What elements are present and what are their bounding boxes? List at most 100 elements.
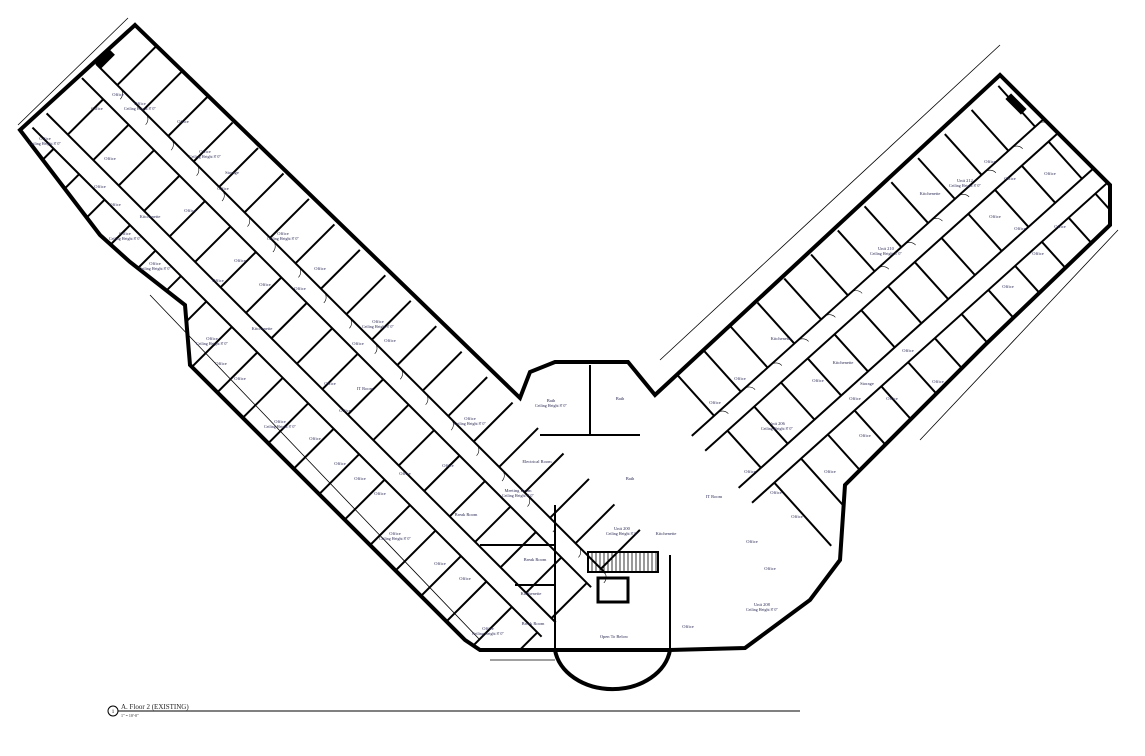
partition-wall [245, 276, 283, 314]
corridor-wall [31, 126, 543, 638]
ceiling-height-label: Ceiling Height 8' 0" [379, 536, 411, 541]
partition-wall [860, 309, 896, 349]
partition-wall [944, 133, 983, 176]
partition-wall [730, 326, 769, 369]
door-swing [823, 314, 836, 318]
room-label-office: Office [764, 566, 775, 571]
room-label-office: Office [374, 491, 385, 496]
door-swing [850, 290, 863, 294]
stairwell-top-left [95, 49, 115, 69]
room-label-office: Office [212, 278, 223, 283]
partition-wall [525, 556, 563, 594]
room-label-kitchenette: Kitchenette [656, 531, 677, 536]
partition-wall [447, 376, 488, 417]
ceiling-height-label: Ceiling Height 8' 0" [362, 324, 394, 329]
room-label-office: Office [734, 376, 745, 381]
room-label-office: Office [274, 419, 285, 424]
room-label-kitchenette: Kitchenette [140, 214, 161, 219]
room-label-office: Office [177, 119, 188, 124]
ceiling-height-label: Ceiling Height 8' 0" [124, 106, 156, 111]
room-label-storage: Storage [860, 381, 874, 386]
room-label-office: Office [112, 92, 123, 97]
partition-wall [1094, 192, 1110, 258]
partition-wall [270, 302, 308, 339]
room-label-office: Office [234, 376, 245, 381]
partition-wall [837, 229, 876, 272]
partition-wall [423, 454, 461, 492]
rotunda-wall [553, 649, 672, 692]
room-label-office: Office [199, 149, 210, 154]
ceiling-height-label: Ceiling Height 8' 0" [746, 607, 778, 612]
partition-wall [143, 174, 181, 212]
partition-wall [116, 45, 157, 86]
partition-wall [550, 582, 588, 619]
ceiling-height-label: Ceiling Height 8' 0" [189, 154, 221, 159]
door-swing [770, 362, 783, 366]
corridor-wall [737, 139, 1110, 489]
room-label-bath: Bath [616, 396, 625, 401]
elevator [596, 576, 630, 604]
title-block: 1 A. Floor 2 (EXISTING) 1" = 10'-0" [107, 703, 800, 718]
partition-wall [296, 327, 333, 365]
room-label-office: Office [206, 336, 217, 341]
partition-wall [810, 253, 849, 297]
door-swing [119, 87, 123, 100]
door-swing [1011, 145, 1023, 149]
room-label-office: Office [294, 286, 305, 291]
room-label-electrical-room: Electrical Room [522, 459, 552, 464]
room-label-kitchenette: Kitchenette [771, 336, 792, 341]
partition-wall [783, 277, 822, 321]
room-label-office: Office [1014, 226, 1025, 231]
ceiling-height-label: Ceiling Height 8' 0" [267, 236, 299, 241]
partition-wall [345, 274, 387, 315]
room-label-break-room: Break Room [455, 512, 478, 517]
room-label-office: Office [399, 471, 410, 476]
partition-wall [574, 503, 616, 545]
corridor-wall [704, 102, 1093, 452]
stairwell-top-right [1005, 93, 1027, 115]
room-label-office: Office [334, 461, 345, 466]
room-label-office: Office [384, 338, 395, 343]
partition-wall [192, 121, 234, 163]
door-swing [527, 495, 531, 507]
room-label-office: Office [902, 348, 913, 353]
room-label-office: Office [434, 561, 445, 566]
partition-wall [168, 200, 206, 238]
door-swing [247, 214, 251, 227]
door-swing [930, 218, 943, 222]
partition-wall [219, 251, 257, 289]
door-swing [425, 393, 429, 405]
partition-wall [676, 374, 715, 417]
room-label-office: Office [932, 379, 943, 384]
partition-wall [476, 631, 539, 650]
partition-wall [1074, 116, 1110, 156]
corridor-wall [45, 112, 557, 624]
room-label-storage: Storage [225, 170, 239, 175]
dimension-lines [17, 17, 1119, 661]
partition-wall [967, 213, 1003, 252]
partition-wall [371, 300, 412, 341]
partition-wall [451, 606, 513, 650]
room-label-office: Office [442, 463, 453, 468]
room-label-office: Office [682, 624, 693, 629]
partition-wall [321, 353, 359, 390]
room-label-unit-210: Unit 210 [878, 246, 895, 251]
partition-wall [243, 172, 285, 214]
room-label-kitchenette: Kitchenette [833, 360, 854, 365]
room-label-unit-208: Unit 208 [754, 602, 771, 607]
partition-wall [600, 529, 641, 570]
partition-wall [987, 289, 1046, 354]
door-swing [196, 164, 200, 176]
room-label-office: Office [389, 531, 400, 536]
room-label-office: Office [109, 202, 120, 207]
ceiling-height-label: Ceiling Height 8' 0" [606, 531, 638, 536]
partition-wall [703, 350, 742, 393]
door-swing [552, 520, 556, 533]
room-label-break-room: Break Room [522, 621, 545, 626]
ceiling-height-label: Ceiling Height 8' 0" [454, 421, 486, 426]
door-swing [298, 265, 301, 278]
partition-wall [773, 482, 832, 547]
room-label-office: Office [234, 258, 245, 263]
room-label-break-room: Break Room [524, 557, 547, 562]
room-label-office: Office [824, 469, 835, 474]
